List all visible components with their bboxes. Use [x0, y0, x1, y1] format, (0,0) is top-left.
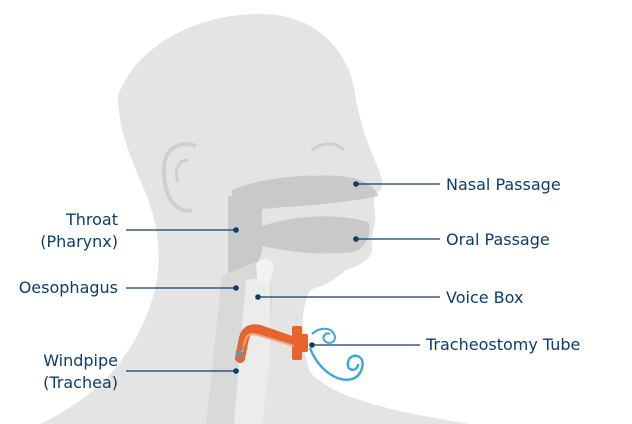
- leader-dot-oesophagus: [234, 286, 238, 290]
- leader-dot-windpipe: [234, 369, 238, 373]
- label-voice-box: Voice Box: [446, 287, 523, 309]
- tube-connector: [300, 334, 308, 352]
- leader-dot-voice-box: [256, 295, 260, 299]
- airflow-swirl-upper: [312, 329, 335, 343]
- label-throat: Throat (Pharynx): [40, 209, 118, 253]
- label-windpipe-line1: Windpipe: [43, 350, 118, 372]
- leader-dot-nasal: [354, 182, 358, 186]
- label-windpipe: Windpipe (Trachea): [43, 350, 118, 394]
- leader-dot-throat: [234, 228, 238, 232]
- airflow-swirl-lower: [310, 348, 363, 380]
- label-windpipe-line2: (Trachea): [43, 372, 118, 394]
- label-nasal-passage: Nasal Passage: [446, 174, 561, 196]
- label-oral-passage: Oral Passage: [446, 229, 550, 251]
- label-throat-line1: Throat: [40, 209, 118, 231]
- label-throat-line2: (Pharynx): [40, 231, 118, 253]
- leader-dot-oral: [354, 237, 358, 241]
- oral-cavity: [262, 216, 369, 253]
- label-tracheostomy-tube: Tracheostomy Tube: [426, 334, 580, 356]
- leader-dot-tracheostomy: [310, 343, 314, 347]
- label-oesophagus: Oesophagus: [19, 277, 118, 299]
